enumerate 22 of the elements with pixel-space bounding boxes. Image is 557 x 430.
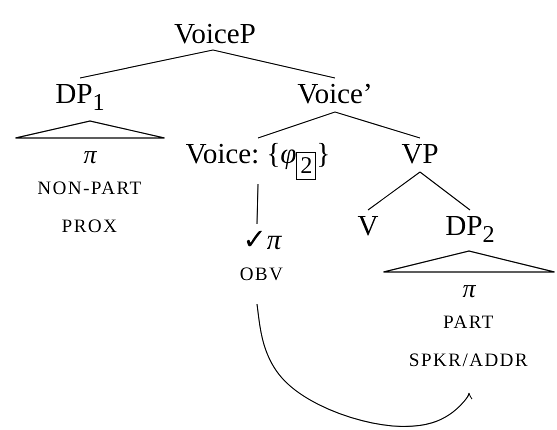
- feature-label: PROX: [62, 215, 118, 239]
- node-label: DP$_{1}$: [55, 78, 105, 118]
- node-label: DP$_{2}$: [445, 210, 495, 250]
- node-label: V: [358, 210, 378, 242]
- tree-branch: [256, 184, 259, 224]
- tree-branch: [368, 172, 420, 210]
- tree-branch: [258, 111, 336, 139]
- feature-label: NON-PART: [37, 177, 143, 201]
- node-label: π: [83, 140, 97, 170]
- tree-branch: [334, 111, 420, 139]
- tree-branch: [420, 172, 470, 210]
- tree-branch: [212, 49, 336, 79]
- feature-label: PART: [443, 311, 495, 335]
- node-label: VoiceP: [174, 18, 256, 50]
- node-label: π: [462, 274, 476, 304]
- feature-label: SPKR/ADDR: [408, 349, 530, 373]
- node-label: VP: [401, 138, 439, 170]
- node-label: ✓π: [242, 224, 282, 256]
- node-label: Voice’: [297, 78, 373, 110]
- tree-branch: [80, 49, 214, 79]
- node-label: Voice: {φ$_{2}$}: [186, 138, 330, 178]
- feature-label: OBV: [240, 263, 284, 287]
